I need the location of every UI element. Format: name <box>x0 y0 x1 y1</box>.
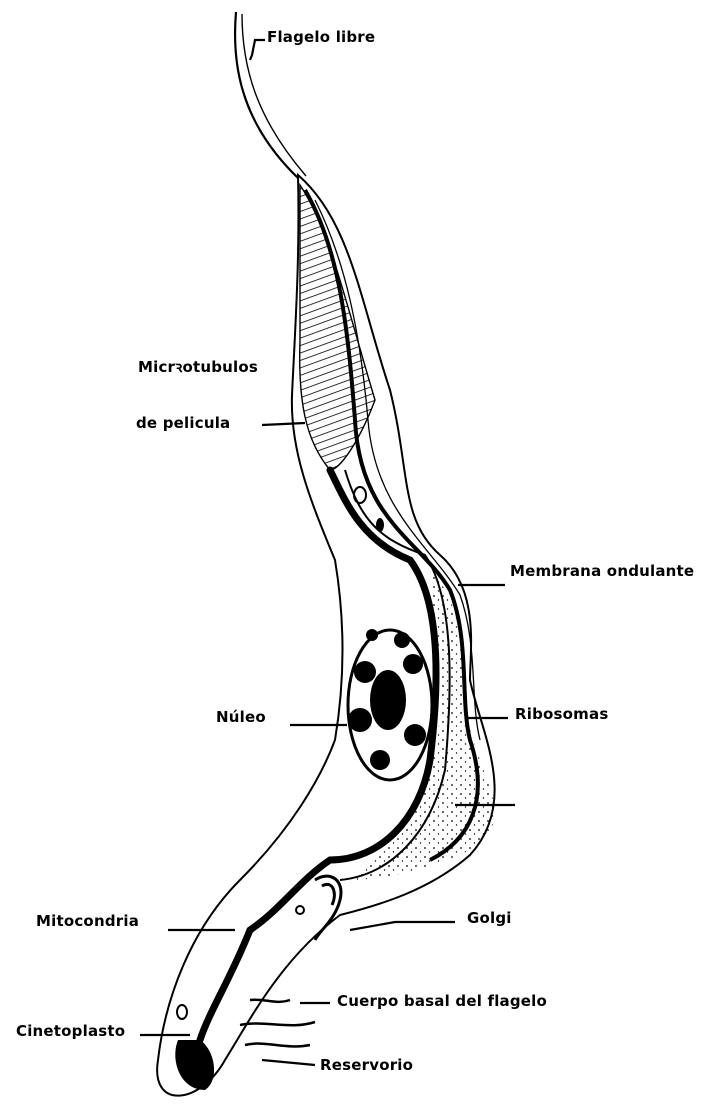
label-cinetoplasto: Cinetoplasto <box>16 1022 125 1040</box>
label-microtubulos: Micrꝛotubulos <box>138 357 258 377</box>
label-golgi: Golgi <box>467 909 512 927</box>
label-nucleo: Núleo <box>216 708 266 726</box>
label-membrana-ondulante: Membrana ondulante <box>510 562 694 580</box>
label-de-pelicula: de pelicula <box>136 414 230 432</box>
label-ribosomas: Ribosomas <box>515 705 608 723</box>
label-reservorio: Reservorio <box>320 1056 413 1074</box>
label-cuerpo-basal: Cuerpo basal del flagelo <box>337 992 547 1010</box>
label-mitocondria: Mitocondria <box>36 912 139 930</box>
label-flagelo-libre: Flagelo libre <box>267 28 375 46</box>
